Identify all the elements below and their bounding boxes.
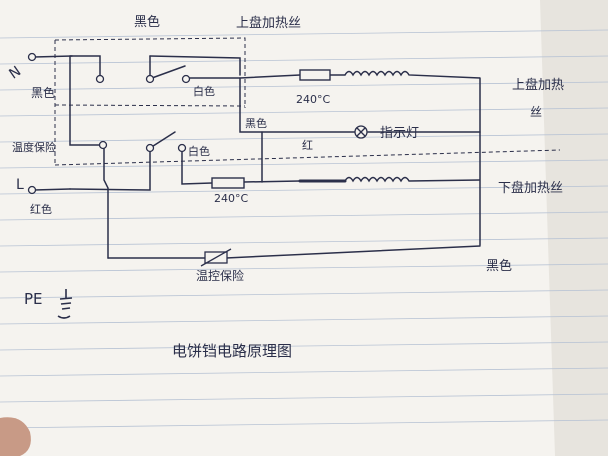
label-temp-lower: 240°C <box>214 192 249 205</box>
upper-switch-blade <box>151 65 186 79</box>
label-thermal-fuse: 温控保险 <box>196 269 245 283</box>
terminals <box>27 52 191 195</box>
label-right-black: 黑色 <box>486 259 513 274</box>
heater-coils <box>344 70 481 183</box>
ground-icon <box>57 289 73 319</box>
terminal-n <box>27 52 37 62</box>
label-switch-white: 白色 <box>193 85 215 98</box>
label-l-terminal: L <box>16 177 24 193</box>
label-top-heater: 上盘加热丝 <box>236 16 302 31</box>
circuit-wires <box>33 55 481 259</box>
wire-n <box>33 55 73 58</box>
label-indicator: 指示灯 <box>380 126 420 141</box>
label-n-color: 黑色 <box>31 86 56 100</box>
label-upper-heater-2: 丝 <box>530 105 543 119</box>
label-temp-fuse: 温度保险 <box>12 141 56 154</box>
label-lower-heater: 下盘加热丝 <box>498 181 564 196</box>
label-temp-upper: 240°C <box>296 93 331 106</box>
label-switch-white-2: 白色 <box>188 145 210 158</box>
terminal-l <box>27 185 37 195</box>
thermal-fuse-symbol <box>200 248 232 267</box>
thermostat-lower <box>211 177 245 189</box>
label-black-wire: 黑色 <box>245 117 267 130</box>
indicator-lamp-icon <box>354 125 368 139</box>
wire-l <box>33 188 71 191</box>
label-pe: PE <box>24 290 43 308</box>
upper-heater-coil <box>344 70 481 79</box>
label-top-black: 黑色 <box>134 15 161 30</box>
finger-in-photo <box>0 417 31 456</box>
thermostat-upper <box>299 69 331 81</box>
label-red-wire: 红 <box>302 139 313 152</box>
middle-switch-blade <box>149 131 176 149</box>
component-box-dashed <box>54 37 561 166</box>
thermostats <box>211 69 331 189</box>
diagram-title: 电饼铛电路原理图 <box>172 342 293 360</box>
ruled-lines <box>0 29 608 429</box>
label-l-color: 红色 <box>30 203 52 216</box>
label-upper-heater: 上盘加热 <box>512 78 565 93</box>
lower-heater-coil <box>344 176 481 183</box>
